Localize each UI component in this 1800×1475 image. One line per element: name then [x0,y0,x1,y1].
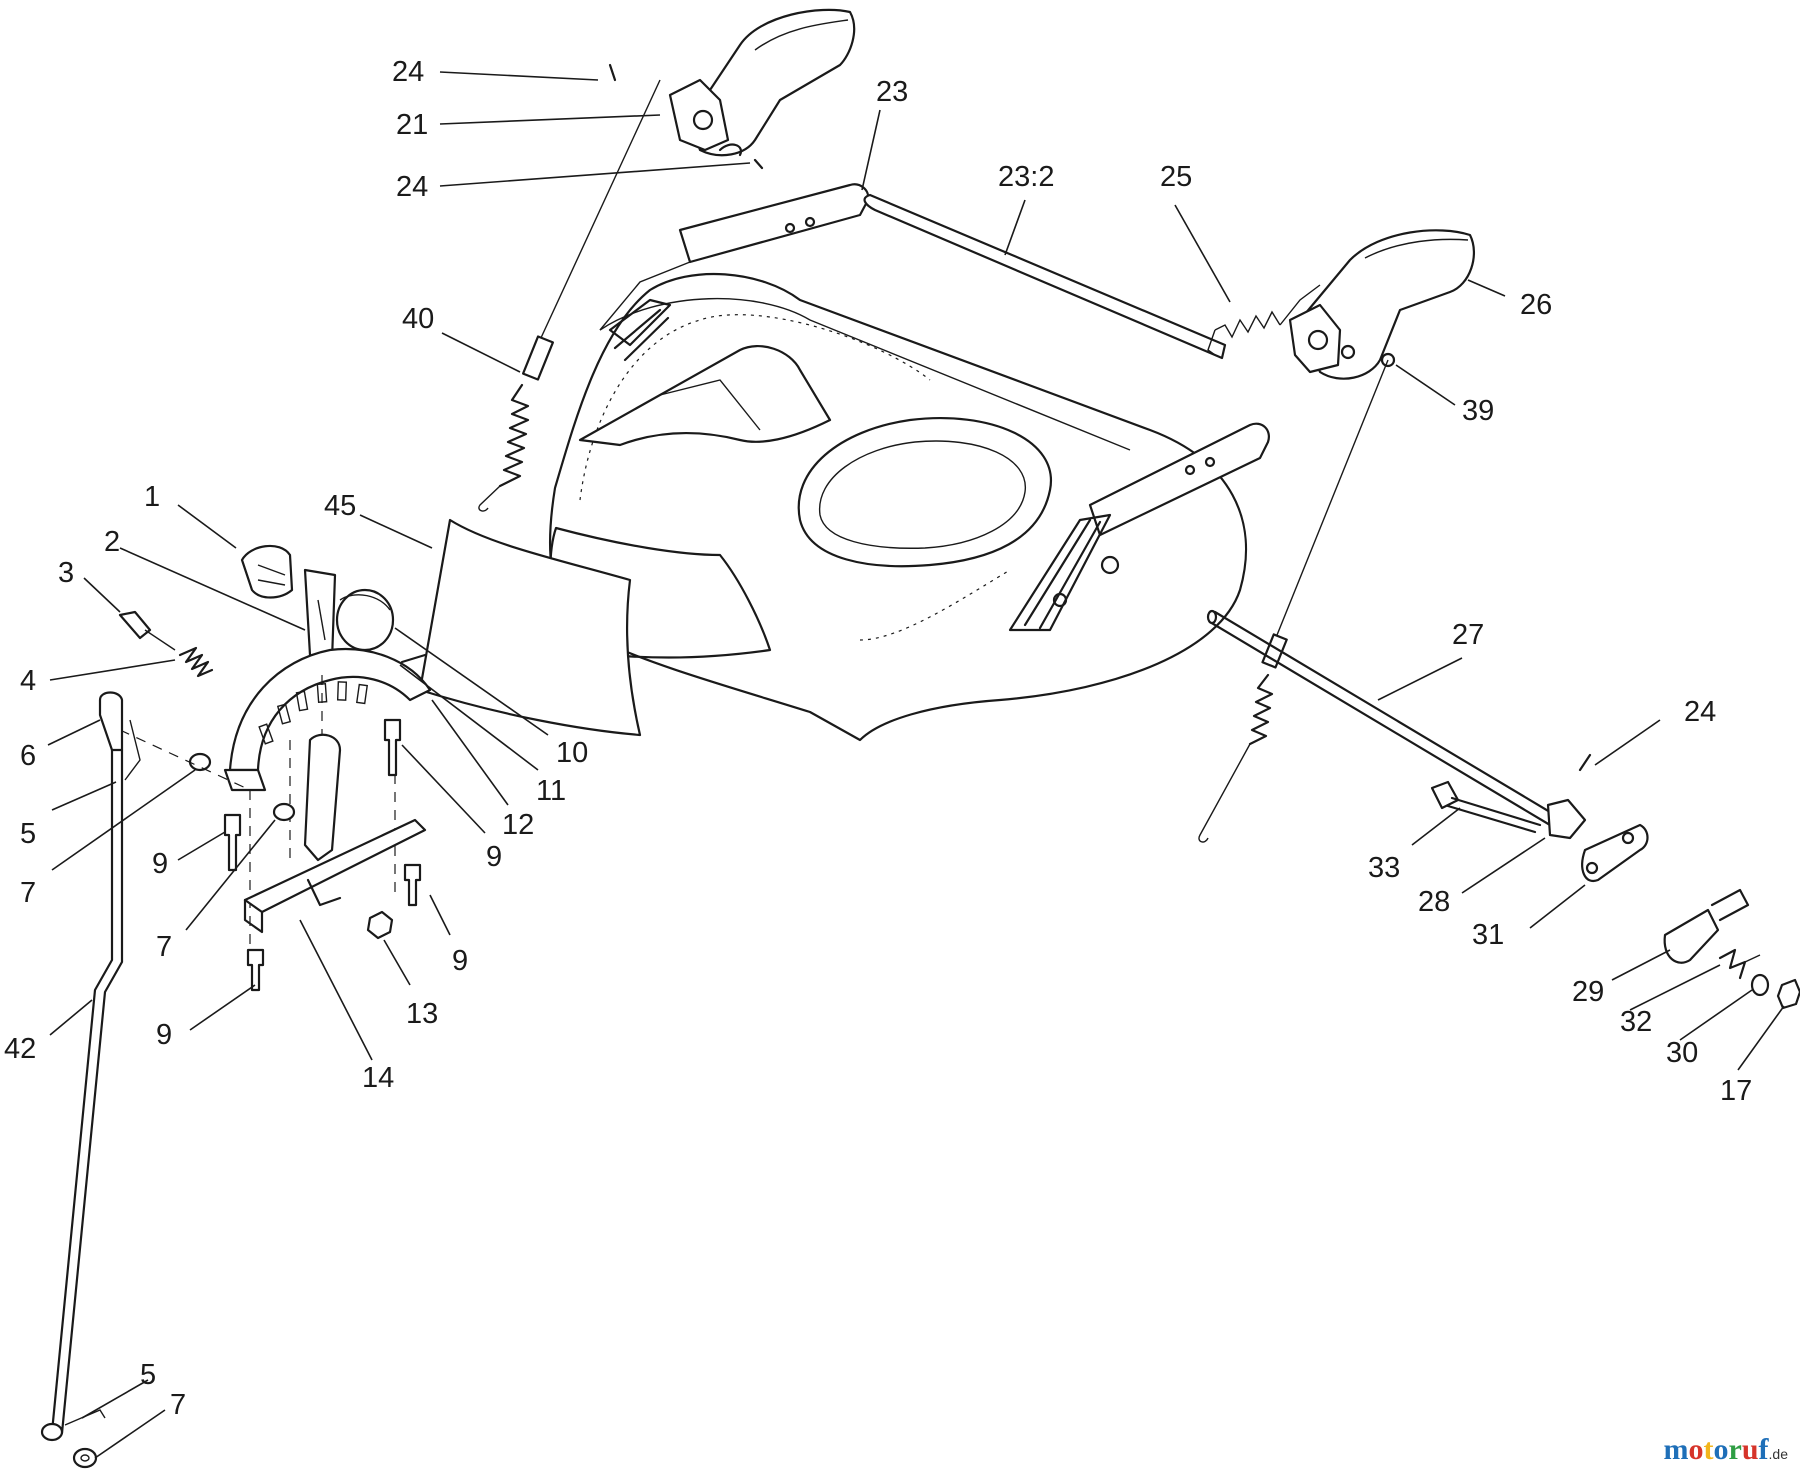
callout-2: 2 [104,526,120,558]
callout-33: 33 [1368,852,1400,884]
cable-assembly-right [1198,352,1396,843]
callout-30: 30 [1666,1037,1698,1069]
shift-rod [40,691,141,1469]
callout-25: 25 [1160,161,1192,193]
callout-14: 14 [362,1062,394,1094]
callout-5: 5 [140,1359,156,1391]
callout-6: 6 [20,740,36,772]
callout-32: 32 [1620,1006,1652,1038]
callout-7: 7 [170,1389,186,1421]
callout-9: 9 [152,848,168,880]
watermark-suffix: .de [1768,1446,1788,1462]
callout-24: 24 [392,56,424,88]
cable-assembly-left [478,79,661,512]
shift-lever-assembly [118,544,432,992]
right-handle-lever [1288,229,1475,380]
callout-1: 1 [144,481,160,513]
dashboard-panel [548,183,1270,742]
callout-27: 27 [1452,619,1484,651]
callout-39: 39 [1462,395,1494,427]
watermark-text: motoruf [1663,1433,1769,1466]
callout-labels: 24 21 24 23 23:2 25 26 39 40 45 1 2 3 4 … [4,56,1752,1421]
callout-40: 40 [402,303,434,335]
callout-24: 24 [396,171,428,203]
callout-45: 45 [324,490,356,522]
callout-9: 9 [156,1019,172,1051]
callout-31: 31 [1472,919,1504,951]
roll-pins [608,63,1592,772]
callout-9: 9 [452,945,468,977]
callout-24: 24 [1684,696,1716,728]
drive-shaft-assembly [1206,609,1800,1010]
callout-9: 9 [486,841,502,873]
callout-7: 7 [20,877,36,909]
callout-23: 23 [876,76,908,108]
front-label [418,518,642,737]
callout-13: 13 [406,998,438,1030]
callout-17: 17 [1720,1075,1752,1107]
callout-5: 5 [20,818,36,850]
callout-26: 26 [1520,289,1552,321]
extension-spring [1207,284,1321,356]
callout-10: 10 [556,737,588,769]
callout-28: 28 [1418,886,1450,918]
callout-7: 7 [156,931,172,963]
callout-42: 42 [4,1033,36,1065]
callout-23-2: 23:2 [998,161,1054,193]
callout-4: 4 [20,665,36,697]
callout-29: 29 [1572,976,1604,1008]
decal-strip [863,193,1227,360]
watermark-logo: motoruf.de [1664,1433,1788,1467]
callout-12: 12 [502,809,534,841]
leader-lines [47,71,1785,1459]
left-handle-lever [668,8,856,157]
callout-3: 3 [58,557,74,589]
callout-21: 21 [396,109,428,141]
callout-11: 11 [536,775,566,807]
